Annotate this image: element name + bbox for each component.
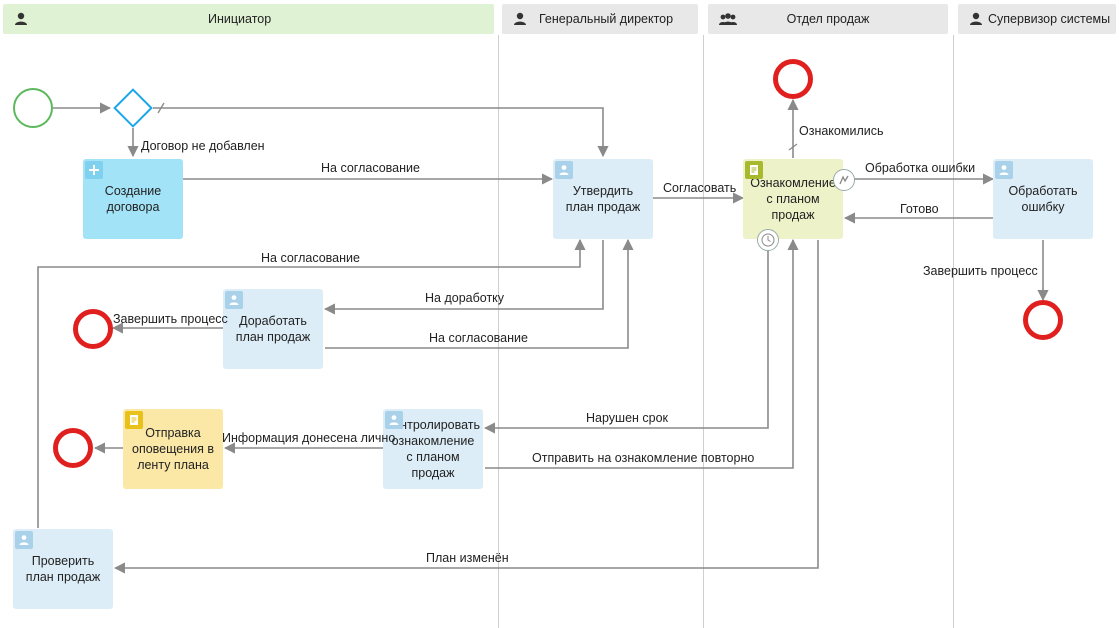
flow-label: На доработку bbox=[425, 291, 505, 305]
lane-header-sales-dept: Отдел продаж bbox=[708, 4, 948, 34]
plus-icon bbox=[85, 161, 103, 179]
flow-label: Информация донесена лично bbox=[222, 431, 396, 445]
flow-control-to-review bbox=[485, 238, 799, 469]
user-icon bbox=[514, 12, 526, 25]
lane-title-sales-dept: Отдел продаж bbox=[786, 12, 870, 26]
flow-review-to-check bbox=[113, 240, 819, 574]
task-rework-plan[interactable]: Доработать план продаж bbox=[223, 289, 323, 369]
flow-label: Обработка ошибки bbox=[865, 161, 976, 175]
flow-label: На согласование bbox=[429, 331, 528, 345]
user-icon bbox=[15, 12, 27, 25]
flow-label: План изменён bbox=[426, 551, 509, 565]
task-label: Создание договора bbox=[104, 184, 162, 214]
lane-header-initiator: Инициатор bbox=[3, 4, 494, 34]
timer-boundary-event-icon[interactable] bbox=[757, 229, 779, 251]
task-label: Проверить план продаж bbox=[25, 554, 101, 584]
flow-label: На согласование bbox=[261, 251, 360, 265]
flow-label: Нарушен срок bbox=[586, 411, 669, 425]
user-icon bbox=[385, 411, 403, 429]
document-icon bbox=[125, 411, 143, 429]
flow-label: Завершить процесс bbox=[923, 264, 1038, 278]
end-event-notify[interactable] bbox=[53, 428, 93, 468]
user-icon bbox=[995, 161, 1013, 179]
lane-title-initiator: Инициатор bbox=[208, 12, 272, 26]
lane-title-general-director: Генеральный директор bbox=[539, 12, 674, 26]
flow-check-to-approve bbox=[37, 238, 586, 528]
start-event[interactable] bbox=[13, 88, 53, 128]
flow-label: На согласование bbox=[321, 161, 420, 175]
error-boundary-event-icon[interactable] bbox=[833, 169, 855, 191]
user-icon bbox=[555, 161, 573, 179]
task-approve-plan[interactable]: Утвердить план продаж bbox=[553, 159, 653, 239]
task-label: Отправка оповещения в ленту плана bbox=[132, 426, 214, 472]
task-label: Обработать ошибку bbox=[1008, 184, 1078, 214]
flow-label: Договор не добавлен bbox=[141, 139, 265, 153]
end-event-rework[interactable] bbox=[73, 309, 113, 349]
group-icon bbox=[719, 13, 737, 25]
user-icon bbox=[15, 531, 33, 549]
flow-timer-to-control bbox=[483, 250, 769, 434]
end-event-review[interactable] bbox=[773, 59, 813, 99]
task-label: Ознакомление с планом продаж bbox=[750, 176, 836, 222]
flow-label: Завершить процесс bbox=[113, 312, 228, 326]
lane-separator bbox=[953, 35, 954, 628]
task-notify-feed[interactable]: Отправка оповещения в ленту плана bbox=[123, 409, 223, 489]
task-review-plan[interactable]: Ознакомление с планом продаж bbox=[743, 159, 843, 239]
lane-header-general-director: Генеральный директор bbox=[502, 4, 698, 34]
lane-title-system-supervisor: Супервизор системы bbox=[988, 12, 1111, 26]
end-event-error[interactable] bbox=[1023, 300, 1063, 340]
flow-gateway-to-approve bbox=[153, 107, 609, 158]
user-icon bbox=[970, 12, 982, 25]
lane-header-system-supervisor: Супервизор системы bbox=[958, 4, 1116, 34]
task-label: Утвердить план продаж bbox=[565, 184, 641, 214]
flow-rework-to-approve bbox=[325, 238, 634, 349]
lane-separator bbox=[703, 35, 704, 628]
flow-label: Согласовать bbox=[663, 181, 737, 195]
lane-separator bbox=[498, 35, 499, 628]
task-control-review[interactable]: Контролировать ознакомление с планом про… bbox=[383, 409, 483, 489]
task-label: Контролировать ознакомление с планом про… bbox=[385, 418, 481, 480]
user-icon bbox=[225, 291, 243, 309]
task-label: Доработать план продаж bbox=[235, 314, 311, 344]
task-handle-error[interactable]: Обработать ошибку bbox=[993, 159, 1093, 239]
flow-label: Ознакомились bbox=[799, 124, 884, 138]
flow-label: Отправить на ознакомление повторно bbox=[532, 451, 755, 465]
document-icon bbox=[745, 161, 763, 179]
task-check-plan[interactable]: Проверить план продаж bbox=[13, 529, 113, 609]
flow-label: Готово bbox=[900, 202, 939, 216]
flow-approve-to-rework bbox=[323, 240, 604, 315]
task-create-contract[interactable]: Создание договора bbox=[83, 159, 183, 239]
